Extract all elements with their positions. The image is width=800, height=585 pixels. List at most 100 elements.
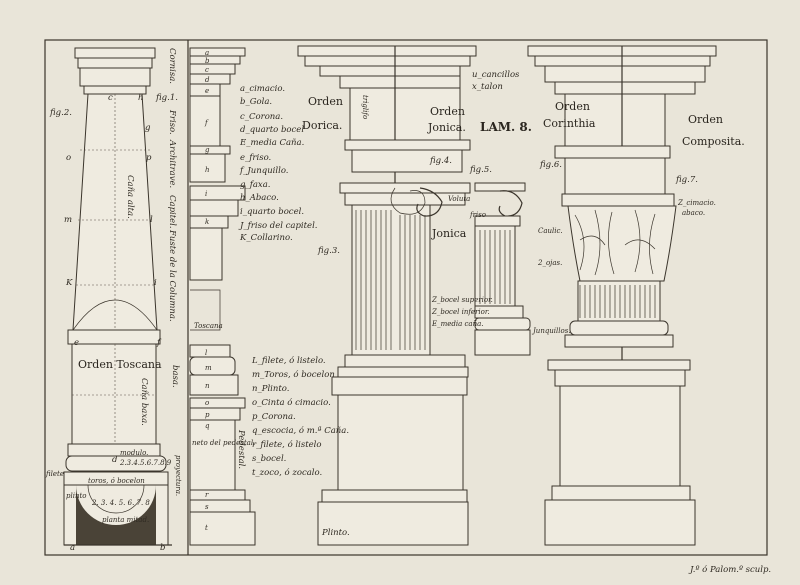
label: k — [205, 218, 209, 226]
label: J_friso del capitel. — [238, 221, 318, 231]
letter-i: i — [154, 278, 157, 288]
ionic-label-1: Orden — [430, 105, 465, 118]
label: g_faxa. — [240, 180, 270, 190]
filete-label: filete — [45, 470, 64, 478]
label-architrave: Architrave. — [167, 139, 177, 188]
letter-f: f — [156, 338, 162, 348]
corinthian-label-1: Orden — [555, 100, 590, 113]
letter-o: o — [66, 153, 71, 163]
engraver-signature: J.º ó Palom.º sculp. — [688, 564, 771, 575]
label: g — [205, 146, 210, 154]
planta-label: planta mitad. — [102, 516, 149, 524]
label: d — [205, 76, 210, 84]
corinthian-fig-label: fig.6. — [539, 160, 562, 170]
label: b — [205, 57, 210, 65]
label: m — [205, 364, 212, 372]
friso-label: friso — [469, 211, 486, 219]
shaft-upper-label: Caña alta. — [125, 175, 135, 219]
label: d_quarto bocel — [240, 125, 304, 135]
entablature-profile — [189, 47, 256, 546]
cimacio-label: Z_cimacio. — [677, 199, 716, 207]
plate-border — [44, 39, 768, 556]
letter-b: b — [160, 543, 165, 553]
corinthian-label-2: Corinthia — [543, 117, 596, 130]
label: c — [205, 66, 209, 74]
label: r — [205, 491, 209, 499]
letter-d: d — [112, 455, 118, 465]
modulo-label: modulo. — [120, 449, 148, 457]
ionic-fig5-label: fig.5. — [469, 165, 492, 175]
label: e — [205, 87, 209, 95]
label: i_quarto bocel. — [240, 207, 304, 217]
tuscan-fig-label: fig.2. — [49, 108, 72, 118]
label: q — [205, 422, 210, 430]
letter-l: l — [150, 215, 153, 225]
column-flutes — [355, 210, 656, 350]
label: s_bocel. — [252, 454, 286, 464]
voluta-label: Voluta — [448, 195, 470, 203]
toro-label: toros, ó bocelon — [88, 477, 145, 485]
label: f — [204, 119, 209, 127]
label-basa: basa. — [170, 365, 180, 388]
label: n — [205, 382, 210, 390]
shaft-lower-label: Caña baxa. — [139, 378, 149, 426]
doric-label-2: Dorica. — [302, 119, 342, 132]
label: n_Plinto. — [252, 384, 289, 394]
label-pedestal: Pedestal. — [236, 429, 246, 469]
jonica-label: Jonica — [431, 227, 467, 240]
plate-title: LAM. 8. — [480, 120, 532, 134]
junquillos-label: Junquillos. — [531, 327, 571, 335]
label: l — [205, 349, 207, 357]
plinto-label: plinto — [66, 492, 87, 500]
base-note: Z_bocel superior. — [431, 296, 493, 304]
label: K_Collarino. — [239, 233, 293, 243]
proyectura-label: proyectura. — [174, 455, 182, 496]
tuscan-order-label: Orden Toscana — [78, 358, 162, 371]
label-capitel: Capitel. — [167, 195, 177, 229]
label: L_filete, ó listelo. — [251, 355, 326, 366]
neto-label: neto del pedestal. — [192, 439, 255, 447]
composite-label-1: Orden — [688, 113, 723, 126]
label: m_Toros, ó bocelon — [252, 369, 335, 380]
label-friso: Friso. — [167, 109, 177, 135]
label: a_cimacio. — [240, 84, 285, 94]
label: i — [205, 190, 207, 198]
doric-fig-label: fig.3. — [317, 246, 340, 256]
label: c_Corona. — [240, 112, 283, 122]
label-cornisa: Cornisa. — [167, 48, 177, 84]
profile-letters: a b c d e f g h i k Toscana l m n o p q … — [192, 49, 255, 532]
ionic-label-2: Jonica. — [427, 121, 466, 134]
letter-c: c — [108, 93, 113, 103]
label: t — [205, 524, 208, 532]
abaco-label: abaco. — [682, 209, 705, 217]
letter-p: p — [146, 153, 152, 163]
label: b_Gola. — [240, 97, 272, 107]
label: p_Corona. — [252, 412, 296, 422]
label: t_zoco, ó zocalo. — [252, 467, 322, 478]
label: o_Cinta ó cimacio. — [252, 397, 331, 408]
doric-label-1: Orden — [308, 95, 343, 108]
plinto-label: Plinto. — [321, 528, 350, 538]
letter-m: m — [64, 215, 72, 225]
triglifo-label: triglifo — [361, 95, 369, 119]
label: s — [205, 503, 209, 511]
label: o — [205, 399, 209, 407]
caulicolos-label: Caulic. — [538, 227, 563, 235]
label: E_media Caña. — [239, 138, 304, 148]
letter-a: a — [70, 543, 75, 553]
toscana-label: Toscana — [194, 322, 223, 330]
composite-label-2: Composita. — [682, 135, 745, 148]
letter-K: K — [65, 278, 73, 288]
modulo-scale: 2.3.4.5.6.7.8.9 — [119, 459, 172, 467]
label: a — [205, 49, 209, 57]
label: f_Junquillo. — [239, 166, 289, 176]
label-fuste: Fuste de la Columna. — [167, 229, 177, 322]
ojas-label: 2_ojas. — [537, 259, 562, 267]
letter-e: e — [74, 338, 79, 348]
base-note: E_media caña. — [431, 320, 484, 328]
label: h_Abaco. — [240, 193, 279, 203]
label: e_friso. — [240, 153, 271, 163]
label: q_escocia, ó m.ª Caña. — [252, 425, 349, 436]
base-note: Z_bocel inferior. — [431, 308, 490, 316]
